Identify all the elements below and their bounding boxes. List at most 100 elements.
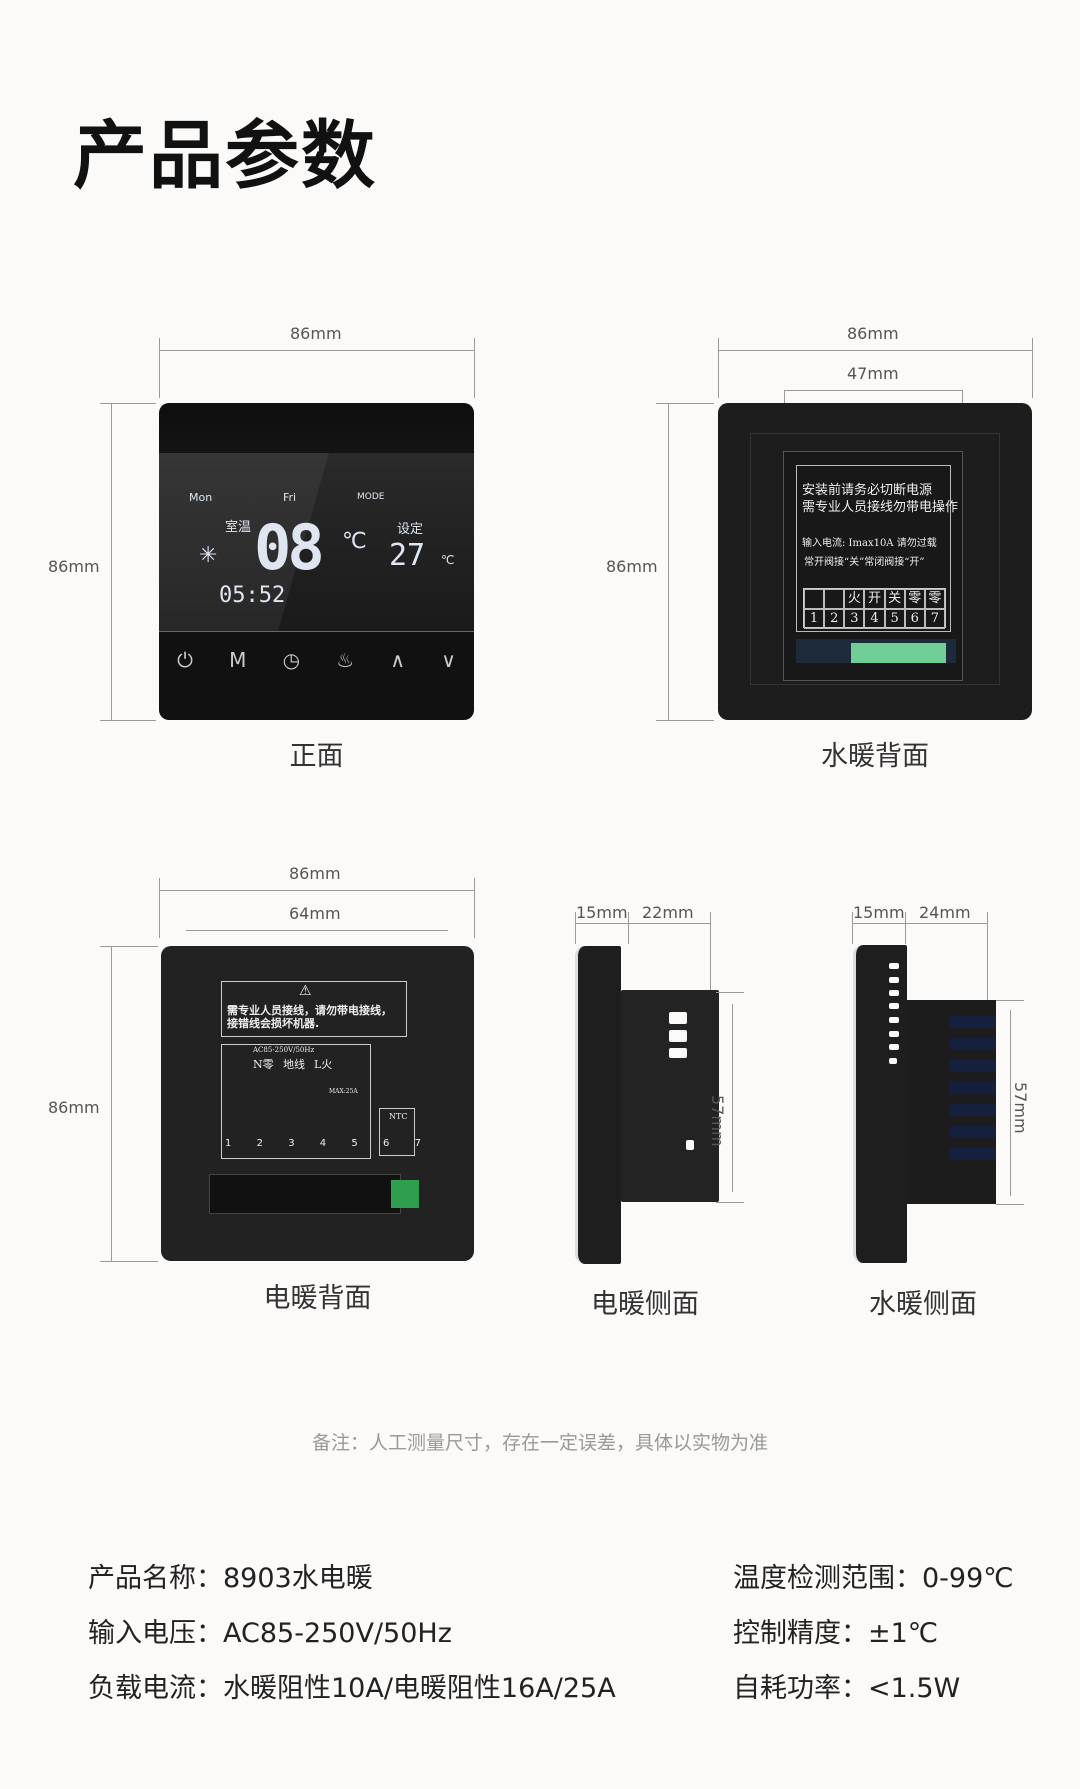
lcd-set-unit: ℃ — [441, 553, 455, 567]
dimension-line — [716, 992, 744, 993]
touch-buttons: ⏻ M ◷ ♨ ∧ ∨ — [159, 631, 474, 687]
lcd-day-mon: Mon — [189, 491, 213, 504]
dimension-line — [656, 720, 714, 721]
terminal-name — [824, 589, 845, 609]
dimension-line — [159, 350, 474, 351]
dimension-line — [784, 390, 962, 391]
side-panel — [575, 946, 621, 1264]
dimension-line — [852, 912, 853, 944]
height-dimension: 86mm — [48, 1098, 100, 1117]
front-depth: 15mm — [576, 903, 628, 922]
terminal-number: 2 — [256, 1138, 263, 1149]
dimension-line — [100, 1261, 158, 1262]
terminal-number: 7 — [414, 1138, 421, 1149]
body-depth: 24mm — [919, 903, 971, 922]
lcd-room-temp: 08 — [254, 511, 325, 584]
label-line-2: 需专业人员接线勿带电操作 — [802, 500, 959, 515]
dimension-line — [111, 403, 112, 720]
terminal-block — [391, 1180, 419, 1208]
terminal-number: 7 — [924, 609, 945, 629]
dimension-line — [656, 403, 714, 404]
thermostat-electric-back: ⚠ 需专业人员接线，请勿带电接线，接错线会损坏机器. AC85-250V/50H… — [161, 946, 474, 1261]
lcd-set-temp: 27 — [389, 538, 426, 573]
dimension-line — [100, 403, 156, 404]
lcd-room-label: 室温 — [225, 520, 252, 535]
side-body — [621, 990, 719, 1202]
wire-ground: 地线 — [283, 1058, 305, 1071]
terminal-number: 1 — [804, 609, 825, 629]
dimension-line — [628, 912, 629, 944]
dimension-line — [159, 890, 474, 891]
dimension-line — [100, 720, 156, 721]
voltage-text: AC85-250V/50Hz — [253, 1046, 315, 1054]
thermostat-front: Mon Fri MODE 室温 08 ℃ ✳ 设定 27 ℃ 05:52 ⏻ M… — [159, 403, 474, 720]
dimension-line — [732, 1004, 733, 1192]
snowflake-icon: ✳ — [199, 543, 218, 568]
power-button[interactable]: ⏻ — [177, 647, 193, 672]
dimension-line — [996, 1204, 1024, 1205]
side-panel — [853, 945, 907, 1263]
spec-power: 自耗功率：<1.5W — [733, 1673, 961, 1704]
electric-back-caption: 电暖背面 — [263, 1283, 372, 1314]
thermostat-water-back: 安装前请务必切断电源 需专业人员接线勿带电操作 输入电流: Imax10A 请勿… — [718, 403, 1032, 720]
spec-accuracy: 控制精度：±1℃ — [733, 1618, 939, 1649]
clock-button[interactable]: ◷ — [282, 647, 301, 672]
dimension-line — [474, 338, 475, 398]
front-caption: 正面 — [289, 741, 344, 772]
up-button[interactable]: ∧ — [390, 647, 406, 672]
terminal-number: 4 — [319, 1138, 327, 1149]
width-dimension: 86mm — [847, 324, 899, 343]
front-depth: 15mm — [853, 903, 905, 922]
dimension-line — [1032, 338, 1033, 398]
terminal-name: 火 — [844, 589, 865, 609]
dimension-line — [100, 946, 158, 947]
dimension-line — [718, 350, 1032, 351]
terminal-name: 关 — [884, 589, 905, 609]
inner-dimension: 47mm — [847, 364, 899, 383]
terminal-name: 零 — [904, 589, 925, 609]
dimension-line — [1010, 1010, 1011, 1196]
wire-l: L火 — [314, 1058, 333, 1071]
dimension-line — [905, 912, 906, 944]
wire-n: N零 — [253, 1058, 274, 1071]
terminal-number: 5 — [884, 609, 905, 629]
dimension-line — [668, 403, 669, 720]
height-dimension: 57mm — [1011, 1082, 1030, 1134]
width-dimension: 86mm — [290, 324, 342, 343]
dimension-line — [159, 878, 160, 938]
terminal-block — [851, 643, 946, 663]
terminal-number: 3 — [288, 1138, 295, 1149]
side-body — [907, 1000, 996, 1204]
spec-load-current: 负载电流：水暖阻性10A/电暖阻性16A/25A — [88, 1673, 616, 1704]
page-title: 产品参数 — [73, 113, 377, 199]
dimension-line — [111, 946, 112, 1261]
terminal-number: 4 — [864, 609, 885, 629]
dimension-line — [575, 923, 710, 924]
terminal-number: 1 — [225, 1138, 232, 1149]
width-dimension: 86mm — [289, 864, 341, 883]
dimension-line — [186, 930, 448, 931]
warning-icon: ⚠ — [299, 983, 312, 999]
electric-side-caption: 电暖侧面 — [591, 1289, 699, 1320]
terminal-name: 开 — [864, 589, 885, 609]
max-current: MAX:25A — [329, 1088, 358, 1095]
dimension-line — [716, 1202, 744, 1203]
dimension-line — [987, 912, 988, 1000]
down-button[interactable]: ∨ — [441, 647, 456, 672]
ntc-label: NTC — [389, 1112, 408, 1121]
label-line-1: 安装前请务必切断电源 — [802, 483, 933, 498]
warning-text: 需专业人员接线，请勿带电接线，接错线会损坏机器. — [227, 1004, 392, 1030]
terminal-number: 5 — [351, 1138, 358, 1149]
water-side-caption: 水暖侧面 — [869, 1289, 977, 1320]
lcd-unit: ℃ — [342, 529, 367, 554]
label-line-4: 常开阀接“关”常闭阀接“开” — [804, 557, 925, 568]
mode-button[interactable]: M — [229, 647, 247, 672]
terminal-name — [804, 589, 825, 609]
terminal-number: 6 — [382, 1138, 390, 1149]
dimension-line — [996, 1000, 1024, 1001]
heat-button[interactable]: ♨ — [336, 647, 355, 672]
terminal-name: 零 — [924, 589, 945, 609]
height-dimension: 86mm — [606, 557, 658, 576]
water-back-caption: 水暖背面 — [821, 741, 929, 772]
